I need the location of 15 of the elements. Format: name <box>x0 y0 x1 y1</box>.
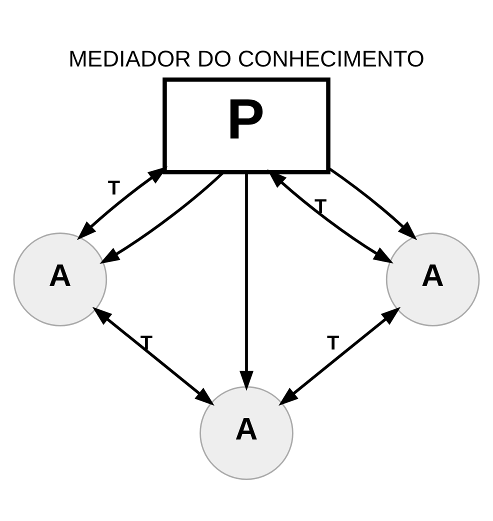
edge-label: T <box>314 195 327 218</box>
arrow <box>278 306 401 406</box>
edge-label: T <box>327 332 340 354</box>
node-box: P <box>162 77 330 174</box>
diagram-title: MEDIADOR DO CONHECIMENTO <box>68 45 425 72</box>
arrow <box>267 168 394 264</box>
node-circle: A <box>200 386 294 480</box>
arrow <box>92 306 214 406</box>
arrow <box>76 166 168 240</box>
node-circle: A <box>386 232 480 326</box>
edge-label: T <box>108 177 120 200</box>
edge-label: T <box>140 332 153 354</box>
arrow <box>328 166 418 240</box>
arrow <box>240 172 254 390</box>
node-circle: A <box>13 232 108 326</box>
